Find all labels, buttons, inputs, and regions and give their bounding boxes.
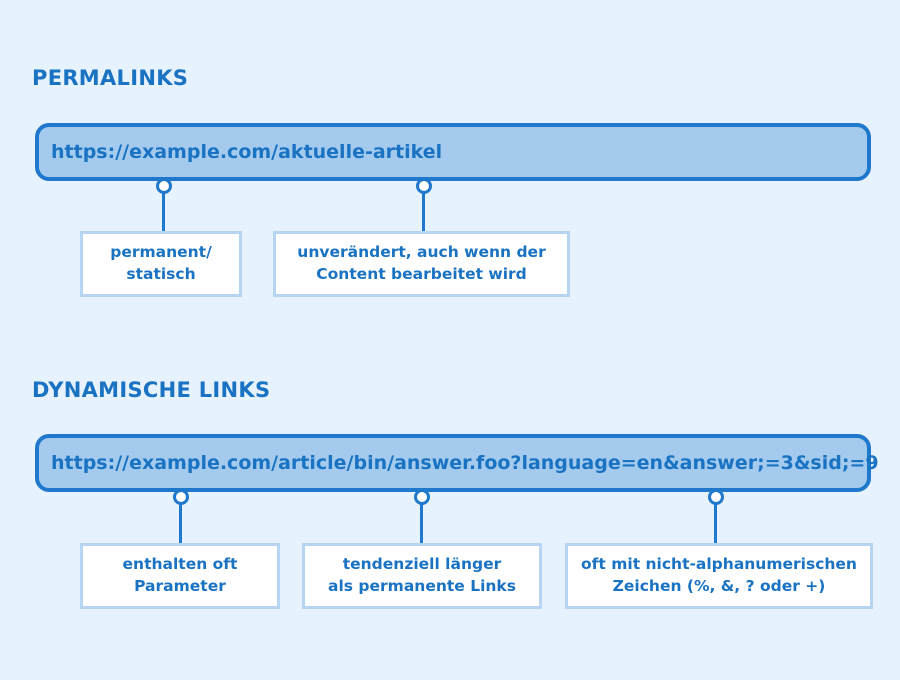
permalink-connector-2 bbox=[422, 190, 425, 232]
permalink-anchor-dot-1 bbox=[156, 178, 172, 194]
dynamic-note-parameters: enthalten oft Parameter bbox=[80, 543, 280, 609]
dynamic-url-bar: https://example.com/article/bin/answer.f… bbox=[35, 434, 879, 492]
dynamic-anchor-dot-2 bbox=[414, 489, 430, 505]
permalink-note-unchanged: unverändert, auch wenn der Content bearb… bbox=[273, 231, 570, 297]
permalinks-heading: PERMALINKS bbox=[32, 66, 189, 90]
dynamic-connector-1 bbox=[179, 501, 182, 544]
dynamic-connector-3 bbox=[714, 501, 717, 544]
permalink-url-bar: https://example.com/aktuelle-artikel bbox=[35, 123, 871, 181]
dynamic-note-special-chars: oft mit nicht-alphanumerischen Zeichen (… bbox=[565, 543, 873, 609]
dynamic-connector-2 bbox=[420, 501, 423, 544]
dynamic-anchor-dot-1 bbox=[173, 489, 189, 505]
permalink-anchor-dot-2 bbox=[416, 178, 432, 194]
permalink-url-text: https://example.com/aktuelle-artikel bbox=[51, 141, 443, 163]
permalink-note-static: permanent/ statisch bbox=[80, 231, 242, 297]
dynamic-note-longer: tendenziell länger als permanente Links bbox=[302, 543, 542, 609]
dynamic-url-text: https://example.com/article/bin/answer.f… bbox=[51, 452, 879, 474]
dynamic-links-heading: DYNAMISCHE LINKS bbox=[32, 378, 271, 402]
dynamic-anchor-dot-3 bbox=[708, 489, 724, 505]
permalink-connector-1 bbox=[162, 190, 165, 232]
